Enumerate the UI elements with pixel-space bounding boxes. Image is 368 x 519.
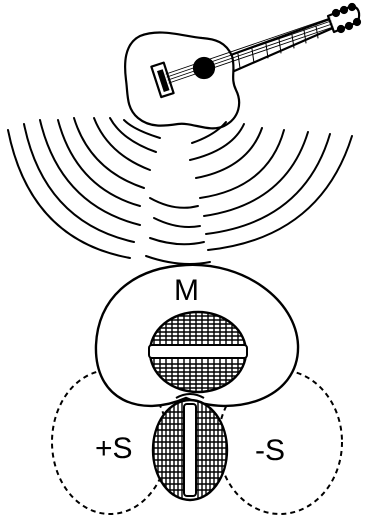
mid-label: M (174, 274, 199, 307)
side-positive-label: +S (95, 432, 133, 465)
acoustic-guitar-icon (125, 4, 360, 128)
figure-eight-microphone-capsule-icon (150, 394, 230, 502)
sound-waves-icon (8, 118, 352, 264)
side-negative-label: -S (255, 434, 285, 467)
